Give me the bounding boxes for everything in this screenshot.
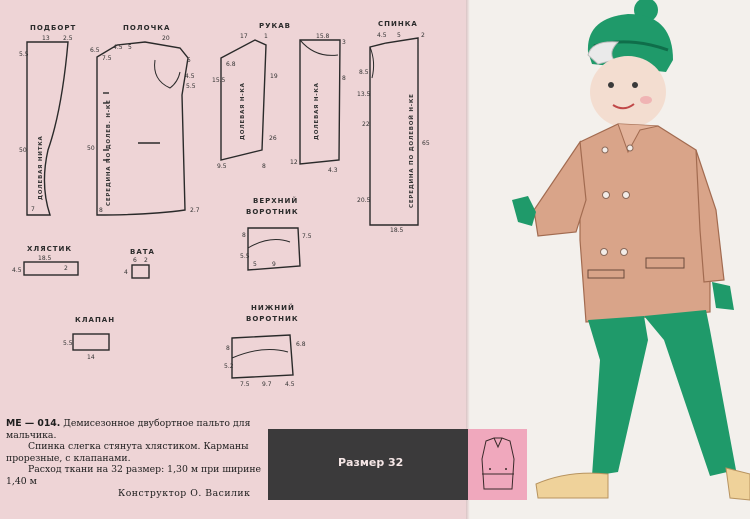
podbort-piece xyxy=(26,41,69,216)
size-banner xyxy=(268,429,468,500)
nizhniy-vorotnik-piece xyxy=(231,334,294,379)
spinka-piece xyxy=(369,37,419,226)
page-fold xyxy=(466,0,470,519)
dim: 8 xyxy=(242,232,246,239)
klapan-piece xyxy=(72,333,110,351)
description-block: МЕ — 014. Демисезонное двубортное пальто… xyxy=(6,418,268,488)
coat-thumbnail xyxy=(468,429,527,500)
dim: 4.5 xyxy=(113,44,123,51)
dim: 18.5 xyxy=(390,227,404,234)
dim: 5.5 xyxy=(240,253,250,260)
dim: 19 xyxy=(270,73,278,80)
dim: 2.7 xyxy=(190,207,200,214)
dim: 5 xyxy=(397,32,401,39)
dim: 13.5 xyxy=(357,91,371,98)
dim: 8.5 xyxy=(359,69,369,76)
dim: 8 xyxy=(342,75,346,82)
dim: 8 xyxy=(262,163,266,170)
dim: 6.8 xyxy=(226,61,236,68)
dim: 17 xyxy=(240,33,248,40)
rukav-piece-2 xyxy=(299,39,341,165)
dim: 9 xyxy=(272,261,276,268)
polochka-piece xyxy=(96,41,189,216)
spinka-label: СПИНКА xyxy=(378,20,418,28)
dim: 5.5 xyxy=(19,51,29,58)
verkhniy-label-1: ВЕРХНИЙ xyxy=(253,197,299,205)
dim: 20 xyxy=(162,35,170,42)
podbort-grain-note: ДОЛЕВАЯ НИТКА xyxy=(38,135,44,200)
klapan-label: КЛАПАН xyxy=(75,316,116,324)
size-label: Размер 32 xyxy=(338,456,404,469)
polochka-grain-note: СЕРЕДИНА ПО ДОЛЕВ. Н-КЕ xyxy=(106,99,112,206)
dim: 50 xyxy=(19,147,27,154)
dim: 5 xyxy=(253,261,257,268)
dim: 5.2 xyxy=(224,363,234,370)
rukav2-grain-note: ДОЛЕВАЯ Н-КА xyxy=(314,82,320,140)
description-line-1: Демисезонное двубортное пальто для мальч… xyxy=(6,418,251,441)
dim: 14 xyxy=(87,354,95,361)
podbort-label: ПОДБОРТ xyxy=(30,24,77,32)
dim: 7.5 xyxy=(102,55,112,62)
dim: 8 xyxy=(226,345,230,352)
dim: 22 xyxy=(362,121,370,128)
pattern-drawings: ДОЛЕВАЯ НИТКА СЕРЕДИНА ПО ДОЛЕВ. Н-КЕ ДО… xyxy=(12,32,430,388)
verkhniy-vorotnik-piece xyxy=(247,227,301,271)
boy-illustration xyxy=(512,0,750,501)
dim: 12 xyxy=(290,159,298,166)
dim: 2 xyxy=(144,257,148,264)
dim: 2 xyxy=(421,32,425,39)
dim: 5 xyxy=(187,57,191,64)
nizhniy-label-2: ВОРОТНИК xyxy=(246,315,299,323)
designer-credit: Конструктор О. Василик xyxy=(118,488,251,499)
dim: 65 xyxy=(422,140,430,147)
dim: 2.5 xyxy=(63,35,73,42)
dim: 4 xyxy=(124,269,128,276)
description-line-2: Спинка слегка стянута хлястиком. Карманы… xyxy=(6,441,249,464)
description-line-3: Расход ткани на 32 размер: 1,30 м при ши… xyxy=(6,464,262,487)
dim: 8 xyxy=(99,207,103,214)
dim: 9.5 xyxy=(217,163,227,170)
spinka-grain-note: СЕРЕДИНА ПО ДОЛЕВОЙ Н-КЕ xyxy=(407,93,415,208)
dim: 4.5 xyxy=(377,32,387,39)
polochka-label: ПОЛОЧКА xyxy=(123,24,171,32)
vata-label: ВАТА xyxy=(130,248,155,256)
dim: 18.5 xyxy=(38,255,52,262)
dim: 4.3 xyxy=(328,167,338,174)
verkhniy-label-2: ВОРОТНИК xyxy=(246,208,299,216)
dim: 4.5 xyxy=(185,73,195,80)
dim: 26 xyxy=(269,135,277,142)
dim: 7.5 xyxy=(240,381,250,388)
dim: 9.7 xyxy=(262,381,272,388)
dim: 2 xyxy=(64,265,68,272)
model-code: МЕ — 014. xyxy=(6,418,61,429)
dim: 13 xyxy=(42,35,50,42)
dim: 5 xyxy=(128,44,132,51)
dim: 1 xyxy=(264,33,268,40)
rukav-label: РУКАВ xyxy=(259,22,292,30)
dim: 7.5 xyxy=(302,233,312,240)
nizhniy-label-1: НИЖНИЙ xyxy=(251,304,295,312)
dim: 50 xyxy=(87,145,95,152)
khlyastik-label: ХЛЯСТИК xyxy=(27,245,73,253)
dim: 4.5 xyxy=(12,267,22,274)
rukav-piece-1 xyxy=(220,39,267,161)
dim: 15.8 xyxy=(316,33,330,40)
dim: 6.8 xyxy=(296,341,306,348)
dim: 6.5 xyxy=(90,47,100,54)
dim: 6 xyxy=(133,257,137,264)
dim: 20.5 xyxy=(357,197,371,204)
rukav1-grain-note: ДОЛЕВАЯ Н-КА xyxy=(240,82,246,140)
dim: 5.5 xyxy=(186,83,196,90)
vata-piece xyxy=(131,264,150,279)
khlyastik-piece xyxy=(23,261,79,276)
dim: 3 xyxy=(342,39,346,46)
dim: 15.5 xyxy=(212,77,226,84)
dim: 7 xyxy=(31,206,35,213)
dim: 4.5 xyxy=(285,381,295,388)
dim: 5.5 xyxy=(63,340,73,347)
